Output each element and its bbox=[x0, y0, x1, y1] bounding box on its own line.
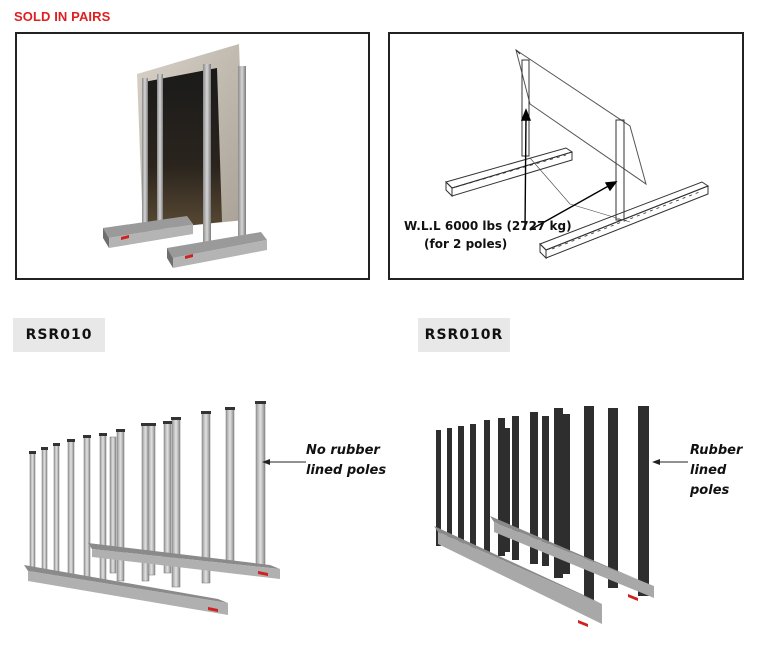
rsr010-rack-photo bbox=[24, 401, 280, 615]
base-rail-left bbox=[445, 147, 574, 198]
rsr010r-note-line2: lined bbox=[690, 463, 727, 478]
rsr010r-rack-photo bbox=[434, 406, 654, 627]
rsr010r-note-line3: poles bbox=[690, 483, 730, 498]
product-code-rsr010: RSR010 bbox=[13, 318, 105, 352]
diagram-frame-load-limit: W.L.L 6000 lbs (2727 kg) (for 2 poles) bbox=[388, 32, 744, 280]
rack-with-slab-photo bbox=[103, 44, 267, 268]
rack-line-drawing bbox=[445, 48, 710, 260]
rsr010r-note-line1: Rubber bbox=[690, 443, 743, 458]
base-rail-right bbox=[539, 181, 710, 260]
sold-in-pairs-title: SOLD IN PAIRS bbox=[14, 9, 111, 24]
rsr010-note-arrow bbox=[262, 459, 306, 465]
wll-label: W.L.L 6000 lbs (2727 kg) bbox=[404, 219, 572, 233]
rail-holes bbox=[455, 154, 703, 250]
photo-frame-rack-with-slab bbox=[15, 32, 370, 280]
rsr010r-note-arrow bbox=[652, 459, 688, 465]
wll-subtext: (for 2 poles) bbox=[424, 237, 508, 251]
product-code-rsr010r: RSR010R bbox=[418, 318, 510, 352]
rsr010-note-line2: lined poles bbox=[306, 463, 387, 478]
rsr010-note-line1: No rubber bbox=[306, 443, 380, 458]
